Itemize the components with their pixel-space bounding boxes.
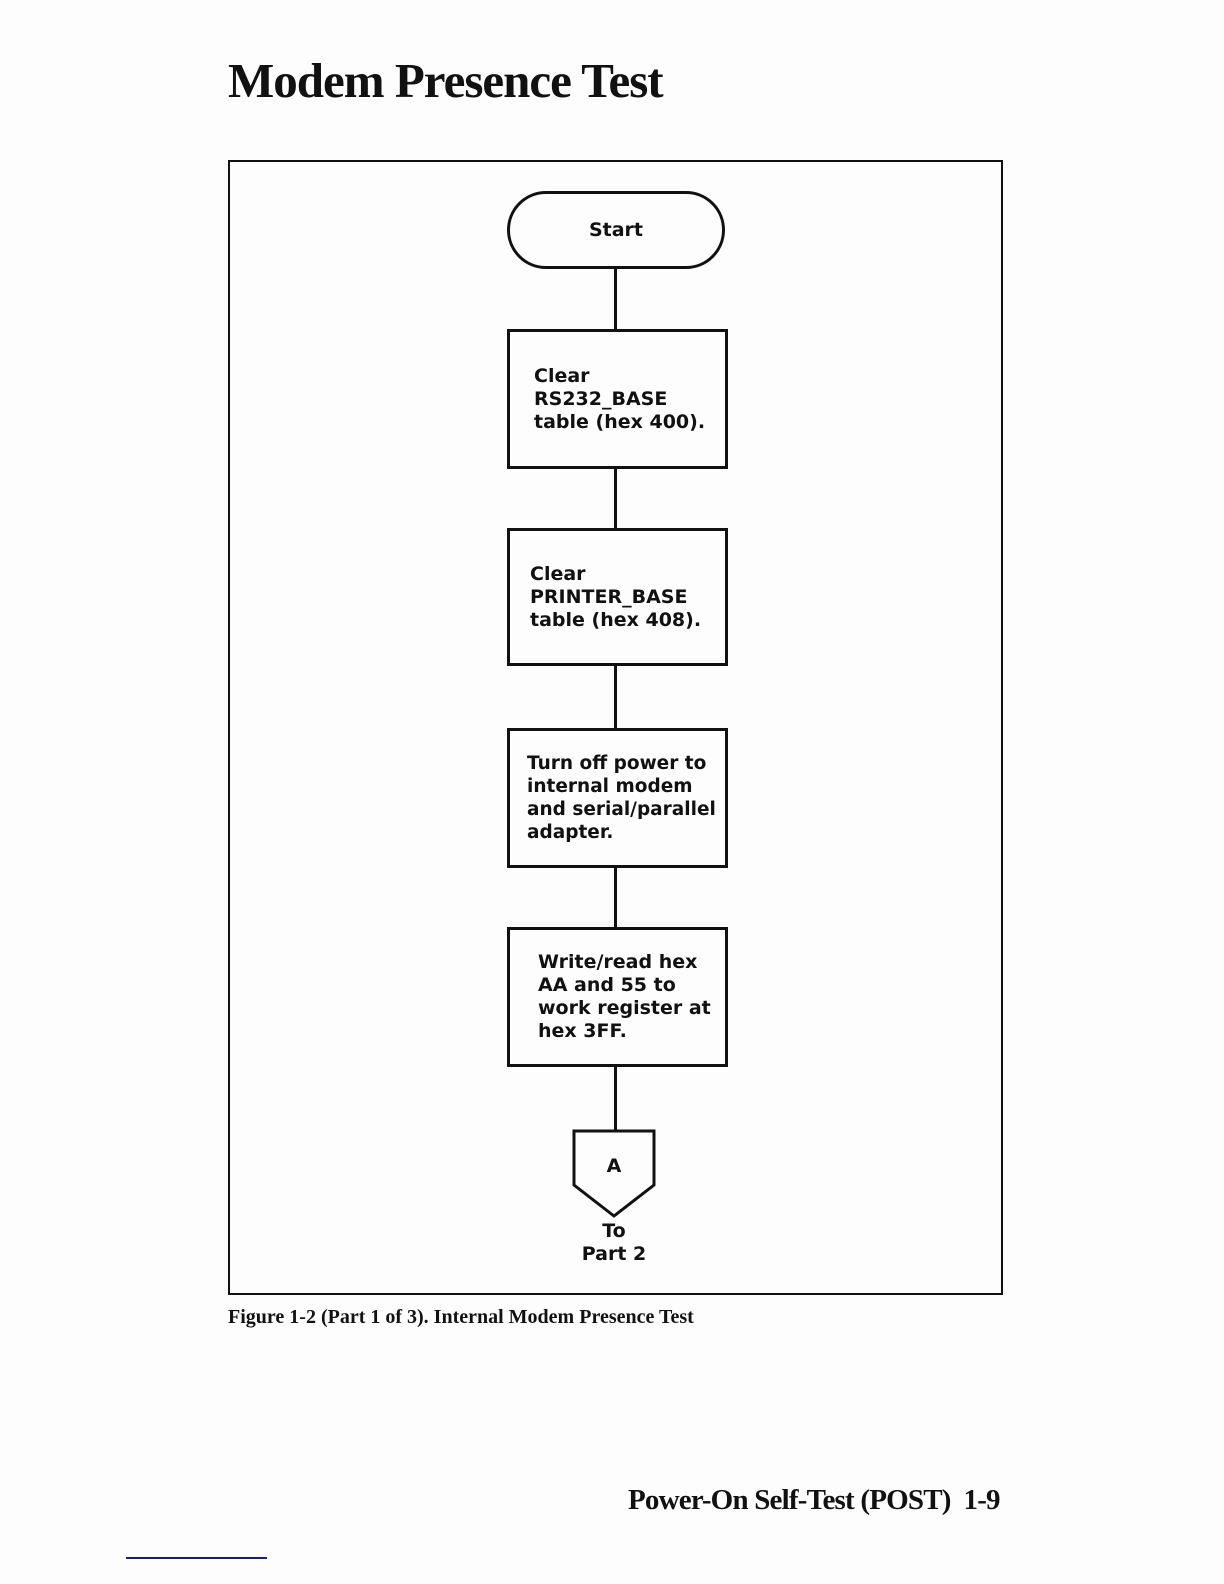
connector-line bbox=[614, 1066, 617, 1131]
step-text: RS232_BASE bbox=[534, 387, 668, 410]
step-clear-rs232: Clear RS232_BASE table (hex 400). bbox=[507, 329, 728, 469]
connector-label: A bbox=[606, 1155, 622, 1177]
connector-to-text: Part 2 bbox=[581, 1243, 647, 1265]
connector-to-text: To bbox=[602, 1220, 626, 1242]
step-text: internal modem bbox=[527, 776, 693, 797]
offpage-connector-shape bbox=[572, 1129, 656, 1218]
step-text: table (hex 400). bbox=[534, 410, 706, 433]
step-text: Turn off power to bbox=[527, 753, 707, 774]
step-clear-printer: Clear PRINTER_BASE table (hex 408). bbox=[507, 528, 728, 666]
connector-line bbox=[614, 269, 617, 330]
step-text: Clear bbox=[534, 364, 590, 387]
step-text: hex 3FF. bbox=[538, 1020, 627, 1042]
step-text: Clear bbox=[530, 562, 586, 585]
step-text: and serial/parallel bbox=[527, 799, 716, 820]
step-text: table (hex 408). bbox=[530, 608, 702, 631]
connector-destination: To Part 2 bbox=[564, 1220, 664, 1266]
connector-line bbox=[614, 867, 617, 928]
step-text: PRINTER_BASE bbox=[530, 585, 688, 608]
figure-caption: Figure 1-2 (Part 1 of 3). Internal Modem… bbox=[228, 1306, 694, 1328]
step-power-off: Turn off power to internal modem and ser… bbox=[507, 728, 728, 868]
step-text: Write/read hex bbox=[538, 951, 698, 973]
figure-frame bbox=[228, 160, 1003, 1295]
step-text: work register at bbox=[538, 997, 711, 1019]
step-write-read: Write/read hex AA and 55 to work registe… bbox=[507, 927, 728, 1067]
step-text: AA and 55 to bbox=[538, 974, 676, 996]
page-title: Modem Presence Test bbox=[228, 53, 664, 108]
bottom-rule bbox=[126, 1557, 267, 1559]
connector-line bbox=[614, 665, 617, 729]
start-terminal: Start bbox=[507, 191, 725, 269]
page-footer: Power-On Self-Test (POST) 1-9 bbox=[628, 1484, 1001, 1516]
step-text: adapter. bbox=[527, 822, 614, 843]
connector-line bbox=[614, 468, 617, 529]
start-label: Start bbox=[588, 219, 644, 241]
